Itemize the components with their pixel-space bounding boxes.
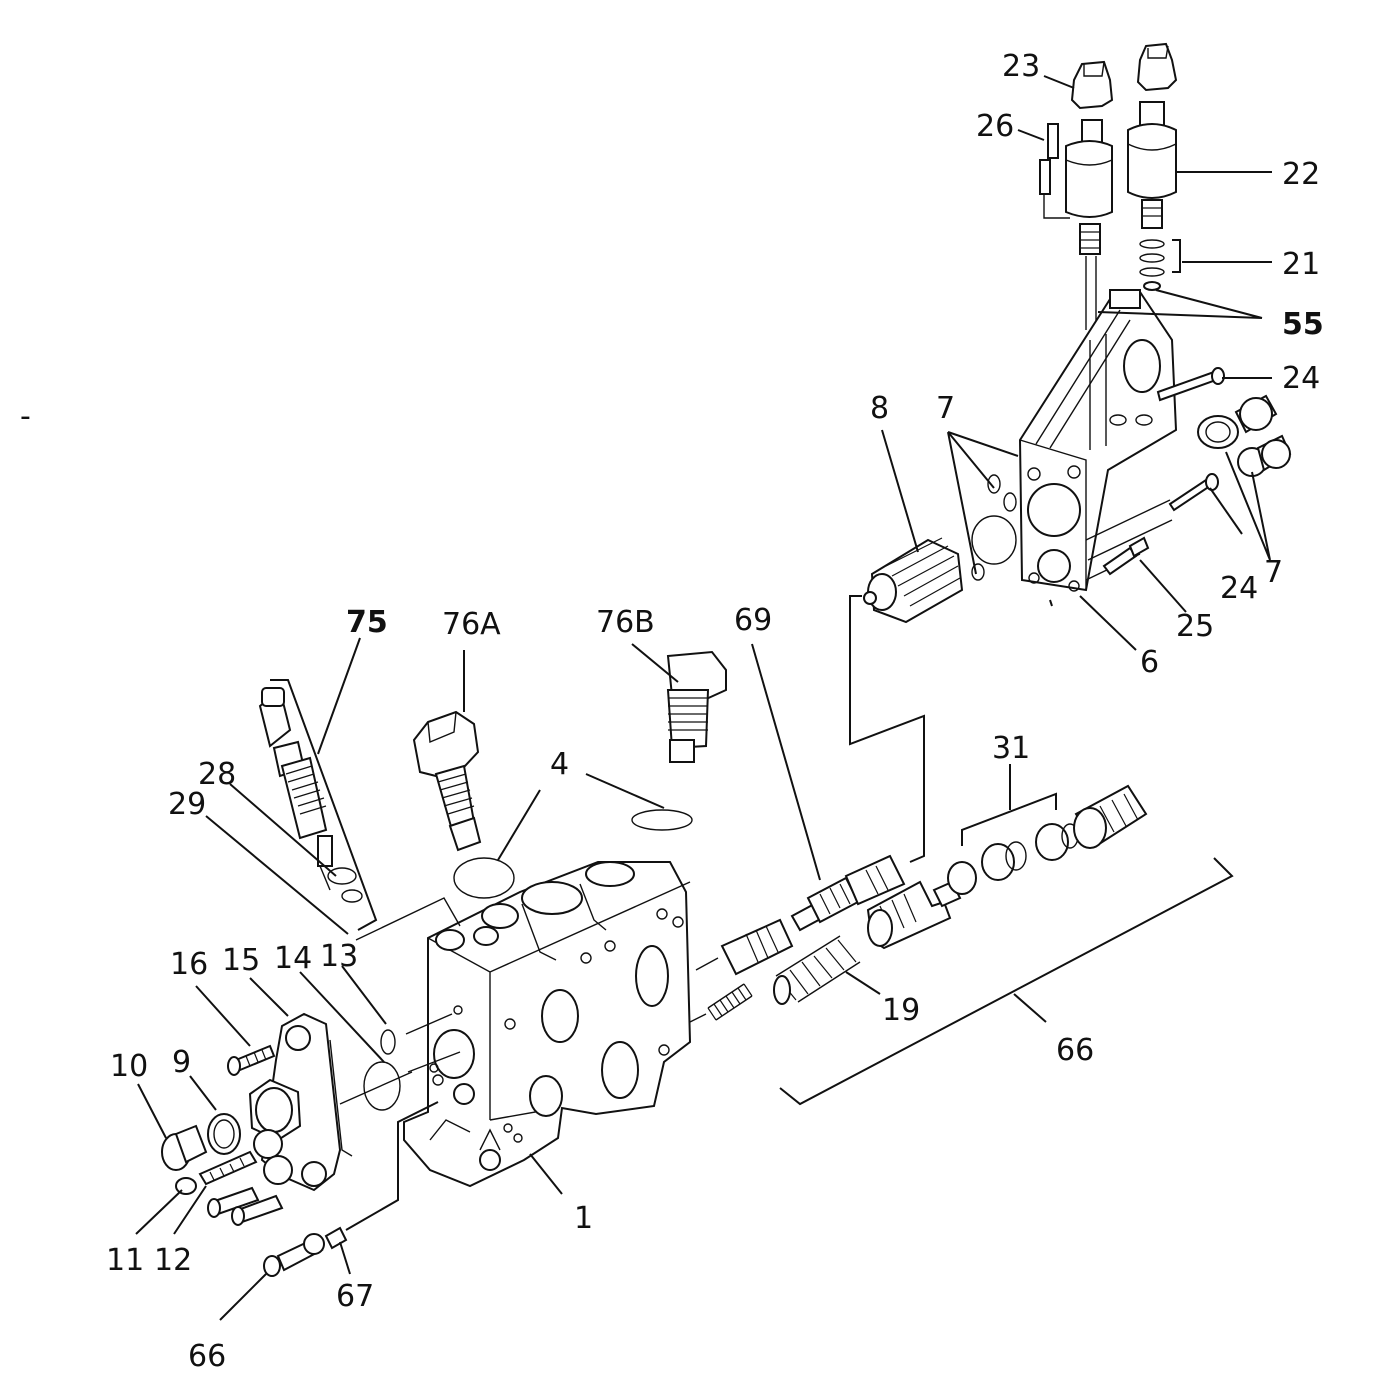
plugs-7 — [1197, 394, 1292, 477]
solenoid-coil-left — [1065, 119, 1113, 330]
solenoid-connector-right — [1136, 42, 1178, 92]
label-69: 69 — [734, 603, 772, 638]
leader-lines — [135, 75, 1272, 1321]
label-23: 23 — [1002, 49, 1040, 84]
o-ring-4a — [453, 857, 515, 899]
label-8: 8 — [870, 391, 889, 426]
label-1: 1 — [574, 1201, 593, 1236]
screw-25 — [1102, 536, 1150, 576]
spool-leader-1 — [689, 957, 719, 1023]
flange-15 — [248, 1012, 353, 1192]
label-55: 55 — [1282, 307, 1324, 342]
cartridge-leader — [355, 897, 461, 941]
plug-67-leader — [345, 1101, 439, 1231]
seal-9 — [207, 1113, 241, 1155]
plug-10 — [161, 1124, 208, 1171]
label-22: 22 — [1282, 157, 1320, 192]
label-7-right: 7 — [1264, 555, 1283, 590]
label-26: 26 — [976, 109, 1014, 144]
o-ring-13 — [380, 1029, 396, 1055]
seal-28 — [327, 867, 357, 885]
label-9: 9 — [172, 1045, 191, 1080]
screw-16 — [227, 1044, 276, 1076]
o-ring-14 — [363, 1061, 401, 1111]
label-66-bottom: 66 — [188, 1339, 226, 1374]
spring-small-19a — [707, 983, 753, 1021]
label-76B: 76B — [596, 605, 655, 640]
label-24-lower: 24 — [1220, 571, 1258, 606]
label-12: 12 — [154, 1243, 192, 1278]
label-66-right: 66 — [1056, 1033, 1094, 1068]
solenoid-connector-left — [1070, 60, 1114, 110]
label-25: 25 — [1176, 609, 1214, 644]
spool-callout-bracket — [849, 595, 925, 863]
nut-11-and-stud-12 — [175, 1150, 258, 1195]
label-6: 6 — [1140, 645, 1159, 680]
screw-66-lower — [263, 1226, 348, 1277]
upper-valve-block-6 — [1018, 289, 1178, 592]
long-bolts-24 — [1156, 367, 1225, 512]
label-13: 13 — [320, 939, 358, 974]
seal-29 — [341, 889, 363, 903]
label-31: 31 — [992, 731, 1030, 766]
seal-kit-21 — [1139, 239, 1181, 291]
screws-26 — [1039, 123, 1070, 219]
label-19: 19 — [882, 993, 920, 1028]
label-14: 14 — [274, 941, 312, 976]
label-21: 21 — [1282, 247, 1320, 282]
label-28: 28 — [198, 757, 236, 792]
label-15: 15 — [222, 943, 260, 978]
plug-76B — [666, 650, 727, 763]
label-11: 11 — [106, 1243, 144, 1278]
label-16: 16 — [170, 947, 208, 982]
stray-dash: - — [20, 399, 31, 434]
label-29: 29 — [168, 787, 206, 822]
bracket-66 — [779, 857, 1234, 1106]
spool-69 — [720, 854, 906, 976]
label-67: 67 — [336, 1279, 374, 1314]
seals-7-left — [971, 474, 1017, 581]
label-76A: 76A — [442, 607, 501, 642]
solenoid-coil-right — [1127, 101, 1177, 229]
label-10: 10 — [110, 1049, 148, 1084]
plug-76A — [412, 710, 482, 852]
end-cap — [1073, 784, 1148, 849]
screws-lower — [207, 1186, 284, 1226]
label-24-upper: 24 — [1282, 361, 1320, 396]
spring-large-19 — [773, 935, 861, 1005]
main-valve-body-1 — [403, 861, 692, 1188]
label-4: 4 — [550, 747, 569, 782]
spool-end-8 — [863, 537, 964, 624]
spool-end-piece — [866, 880, 962, 950]
cartridge-75 — [258, 679, 378, 931]
o-ring-4b — [631, 809, 693, 831]
label-7-left: 7 — [936, 391, 955, 426]
label-75: 75 — [346, 605, 388, 640]
flange-to-body-leaders — [339, 1013, 461, 1105]
seal-kit-31 — [947, 792, 1079, 895]
seal-9-inner — [213, 1119, 235, 1149]
